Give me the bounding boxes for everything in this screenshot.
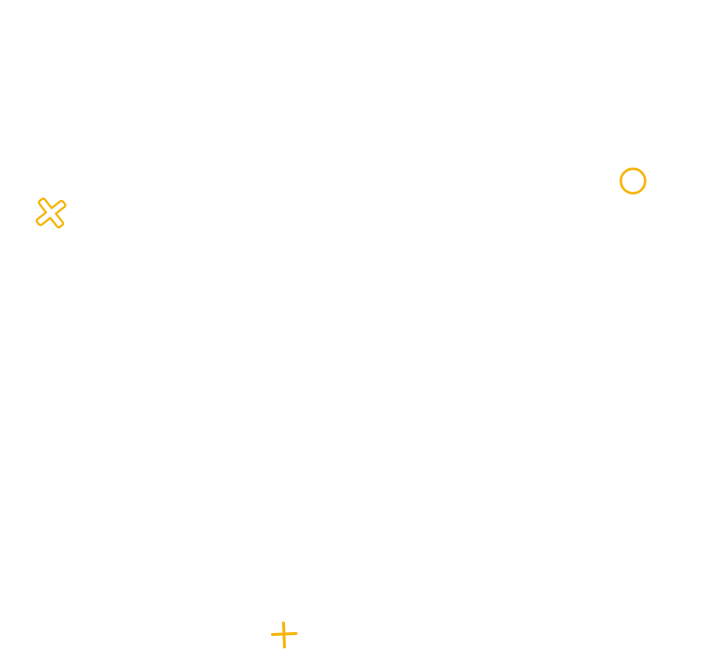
plus-icon bbox=[268, 619, 300, 651]
outline-cross-icon bbox=[31, 193, 71, 233]
ring-icon bbox=[616, 164, 650, 198]
